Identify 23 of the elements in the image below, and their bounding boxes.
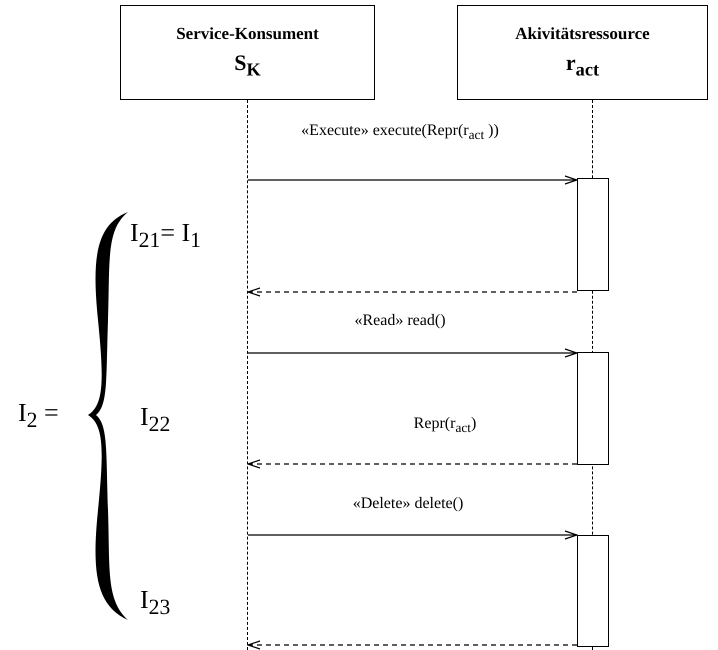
message-arrow — [248, 530, 578, 540]
return-arrow — [247, 640, 577, 650]
return-arrow — [247, 287, 577, 297]
interaction-label: I$_{2}$ = — [18, 398, 59, 434]
interaction-label: I$_{23}$ — [140, 585, 170, 620]
interaction-label: I$_{22}$ — [140, 402, 170, 438]
activation-bar — [577, 352, 609, 465]
participant-name: Service-Konsument — [176, 24, 319, 44]
message-arrow — [248, 348, 578, 358]
activation-bar — [577, 535, 609, 647]
participant-symbol: r$_{act}$ — [566, 50, 600, 81]
curly-brace — [88, 212, 128, 620]
message-label: «Read» read() — [352, 312, 448, 330]
lifeline-head — [457, 5, 708, 100]
lifeline-head — [120, 5, 375, 100]
participant-name: Akivitätsressource — [515, 24, 650, 44]
lifeline — [247, 100, 249, 650]
interaction-label: I$_{21}$= I$_{1}$ — [130, 218, 201, 254]
participant-symbol: S$_{K}$ — [234, 50, 261, 81]
return-arrow — [247, 459, 577, 469]
message-label: «Delete» delete() — [350, 495, 466, 513]
message-arrow — [248, 175, 578, 185]
activation-bar — [577, 178, 609, 291]
